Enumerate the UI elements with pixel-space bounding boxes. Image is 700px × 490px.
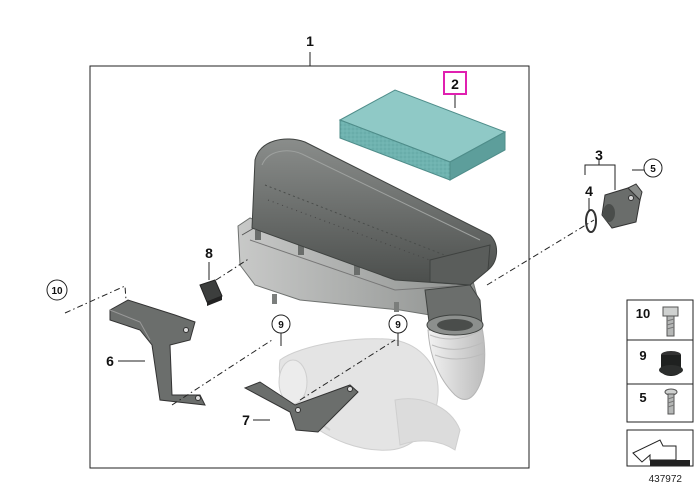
callout-3: 3 [595,147,603,163]
callout-2-highlight-box [443,71,467,95]
callout-8: 8 [205,245,213,261]
install-line-4 [486,219,595,286]
callout-9a-circle [271,314,291,334]
air-intake-hose [427,317,486,400]
o-ring [585,209,597,233]
housing-outlet-connector [424,284,484,336]
side-item-label-screw: 5 [639,390,646,405]
callout-6: 6 [106,353,114,369]
callout-10-circle [46,279,68,301]
rubber-grommet-icon [659,351,683,376]
side-item-label-grommet: 9 [639,348,646,363]
bracket-lower [243,381,359,433]
callout-5: 5 [650,164,656,175]
callout-9a: 9 [278,320,284,331]
callout-3-bracket [584,164,616,190]
callout-5-circle [643,158,663,178]
installation-arrow-icon [632,439,690,466]
install-line-9a [171,339,273,406]
bolt-icon [662,306,679,337]
side-item-screw [626,383,694,423]
mount-pin-right [394,302,399,312]
air-mass-sensor [601,183,643,229]
bracket-left [109,299,206,406]
callout-1: 1 [306,33,314,49]
callout-9b-circle [388,314,408,334]
callout-9b: 9 [395,320,401,331]
side-parts-panel: 10 9 5 [626,299,694,467]
callout-7: 7 [242,412,250,428]
install-line-9b [299,339,396,401]
side-item-label-bolt: 10 [636,306,650,321]
screw-icon [664,388,678,415]
callout-2: 2 [451,76,459,92]
document-number: 437972 [649,474,683,485]
mount-pin-left [272,294,277,304]
air-filter-element [338,89,507,181]
side-item-grommet [626,339,694,385]
upper-housing-cover [251,138,497,286]
callout-10: 10 [51,286,63,297]
side-item-bolt [626,299,694,341]
plug-part [199,279,223,306]
callout-4: 4 [585,183,593,199]
